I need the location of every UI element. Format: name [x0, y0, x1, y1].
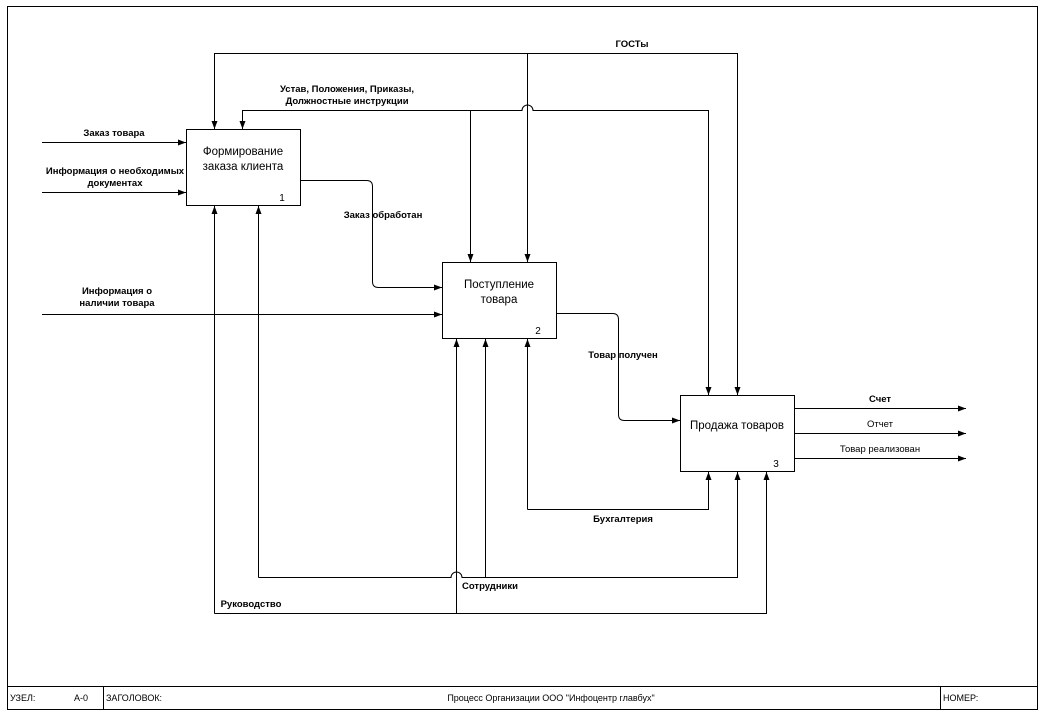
- label-schet: Счет: [869, 394, 891, 405]
- footer-node-label: УЗЕЛ:: [10, 693, 35, 703]
- box-2-number: 2: [535, 326, 541, 337]
- label-sotrudniki: Сотрудники: [462, 581, 518, 592]
- label-otchet: Отчет: [867, 419, 894, 430]
- label-info-nalichie-line2: наличии товара: [79, 298, 155, 309]
- label-buhgalteriya: Бухгалтерия: [593, 514, 653, 525]
- arrow-zakaz-tovara: Заказ товара: [42, 128, 186, 146]
- label-zakaz-tovara: Заказ товара: [83, 128, 145, 139]
- box-2-label-line2: товара: [481, 294, 518, 306]
- label-ustav-line2: Должностные инструкции: [285, 96, 408, 107]
- arrow-gosty: ГОСТы: [211, 39, 741, 395]
- footer-title-label: ЗАГОЛОВОК:: [106, 693, 162, 703]
- box-3[interactable]: Продажа товаров 3: [680, 395, 795, 472]
- arrow-rukovodstvo: Руководство: [211, 206, 770, 614]
- diagram-frame: [7, 6, 1038, 710]
- label-zakaz-obrabotan: Заказ обработан: [344, 210, 423, 221]
- label-info-docs-line2: документах: [87, 178, 143, 189]
- arrow-zakaz-obrabotan: Заказ обработан: [301, 180, 442, 291]
- arrow-otchet: Отчет: [795, 419, 966, 437]
- label-info-nalichie-line1: Информация о: [82, 286, 152, 297]
- footer-title-value: Процесс Организации ООО "Инфоцентр главб…: [447, 693, 654, 703]
- label-tovar-poluchen: Товар получен: [588, 350, 658, 361]
- label-info-docs-line1: Информация о необходимых: [46, 166, 185, 177]
- footer-node-value: А-0: [74, 693, 88, 703]
- box-1-label-line2: заказа клиента: [203, 161, 284, 173]
- box-1[interactable]: Формирование заказа клиента 1: [186, 129, 301, 206]
- box-3-number: 3: [773, 459, 779, 470]
- footer-number-label: НОМЕР:: [943, 693, 978, 703]
- box-1-label-line1: Формирование: [203, 146, 283, 158]
- box-2-label-line1: Поступление: [464, 279, 534, 291]
- arrow-info-docs: Информация о необходимых документах: [42, 166, 186, 196]
- arrow-info-nalichie: Информация о наличии товара: [42, 286, 442, 318]
- arrow-schet: Счет: [795, 394, 966, 412]
- label-rukovodstvo: Руководство: [221, 599, 282, 610]
- footer: УЗЕЛ: А-0 ЗАГОЛОВОК: Процесс Организации…: [7, 686, 1038, 710]
- label-tovar-realizovan: Товар реализован: [840, 444, 920, 455]
- box-2[interactable]: Поступление товара 2: [442, 262, 557, 339]
- label-gosty: ГОСТы: [615, 39, 648, 50]
- box-1-number: 1: [279, 193, 285, 204]
- arrow-sotrudniki: Сотрудники: [255, 206, 741, 592]
- arrow-tovar-realizovan: Товар реализован: [795, 444, 966, 462]
- label-ustav-line1: Устав, Положения, Приказы,: [280, 84, 414, 95]
- box-3-label-line1: Продажа товаров: [690, 420, 784, 432]
- arrow-buhgalteriya: Бухгалтерия: [524, 339, 712, 525]
- arrow-ustav: Устав, Положения, Приказы, Должностные и…: [239, 84, 712, 395]
- arrow-tovar-poluchen: Товар получен: [557, 313, 680, 424]
